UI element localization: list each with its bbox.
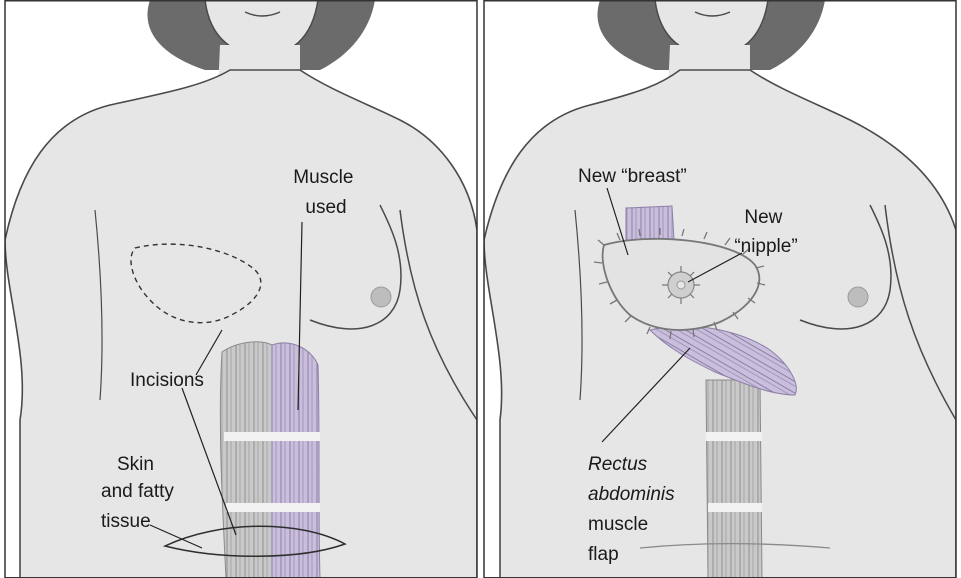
new-nipple-center <box>677 281 685 289</box>
left-nipple <box>371 287 391 307</box>
right-panel: New “breast” New “nipple” Rectus abdomin… <box>484 0 956 578</box>
right-nipple <box>848 287 868 307</box>
left-band-2 <box>226 503 320 512</box>
left-rectus-purple <box>272 343 320 578</box>
left-rectus-grey <box>220 342 272 578</box>
label-incisions: Incisions <box>130 370 204 391</box>
right-band-2 <box>708 503 762 512</box>
right-rectus-grey <box>706 380 762 578</box>
right-band-1 <box>706 432 762 441</box>
left-band-1 <box>224 432 320 441</box>
left-panel: Muscle used Incisions Skin and fatty tis… <box>5 0 477 578</box>
label-new-breast: New “breast” <box>578 166 687 187</box>
